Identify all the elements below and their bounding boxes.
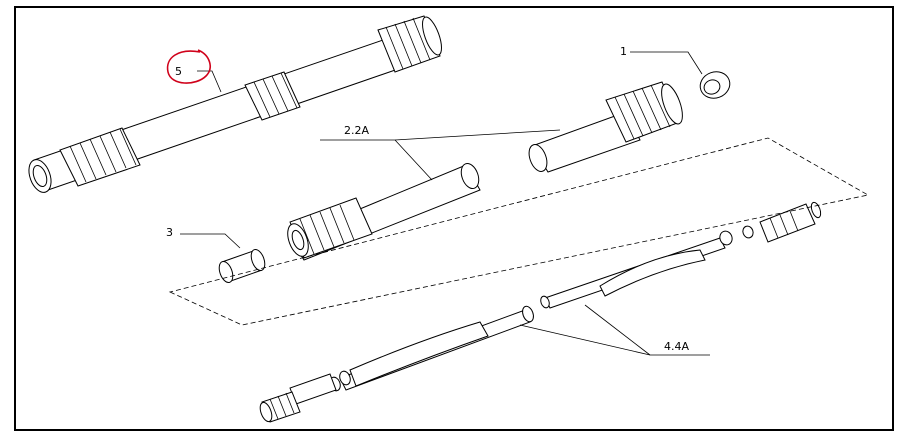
label-part-5: 5 — [175, 65, 182, 78]
shaft-part-5[interactable] — [25, 15, 446, 196]
shaft-part-4-4a-lower[interactable] — [258, 305, 536, 423]
shaft-5-right-gear — [385, 17, 431, 70]
label-part-1: 1 — [620, 45, 627, 58]
label-part-4-4a: 4.4A — [664, 340, 689, 353]
diagram-frame — [14, 6, 894, 431]
shaft-part-4-4a-upper[interactable] — [539, 201, 822, 309]
shaft-part-2-2a-upper[interactable] — [526, 81, 687, 174]
shaft-5-left-spline — [69, 128, 137, 183]
label-part-3: 3 — [166, 226, 173, 239]
label-part-2-2a: 2.2A — [344, 124, 369, 137]
shaft-4-4a-lower-spline — [269, 392, 295, 420]
red-highlight-circle — [166, 49, 211, 84]
bearing-part-1[interactable] — [696, 68, 733, 103]
shaft-4-4a-upper-spline — [769, 210, 799, 239]
shaft-5-mid-spline — [253, 72, 298, 118]
bushing-part-3[interactable] — [217, 248, 268, 285]
shaft-2-2a-upper-gear — [614, 84, 671, 140]
shaft-part-2-2a-lower[interactable] — [284, 161, 482, 261]
assembly-dashed-boundary — [168, 137, 870, 326]
shaft-2-2a-lower-gear — [299, 204, 355, 255]
